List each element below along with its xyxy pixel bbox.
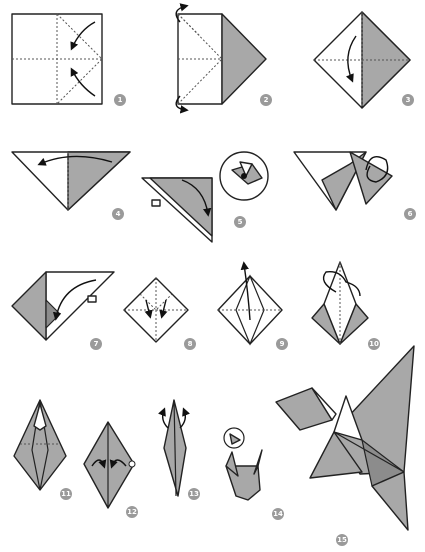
step-9-diagram	[218, 264, 282, 344]
step-badge-5: 5	[234, 216, 246, 228]
svg-text:6: 6	[408, 210, 413, 218]
step-badge-14: 14	[272, 508, 284, 520]
step-13-diagram	[163, 400, 186, 496]
svg-text:9: 9	[280, 340, 285, 348]
svg-text:13: 13	[189, 490, 199, 498]
svg-text:8: 8	[188, 340, 193, 348]
step-7-diagram	[12, 272, 114, 340]
step-badge-6: 6	[404, 208, 416, 220]
svg-text:12: 12	[127, 508, 137, 516]
step-4-diagram	[12, 152, 130, 210]
step-badge-3: 3	[402, 94, 414, 106]
step-2-diagram	[176, 6, 266, 110]
step-6-diagram	[294, 152, 392, 210]
step-15-diagram	[276, 346, 414, 530]
svg-text:7: 7	[94, 340, 99, 348]
svg-text:10: 10	[369, 340, 379, 348]
svg-text:15: 15	[337, 536, 347, 544]
step-badge-9: 9	[276, 338, 288, 350]
svg-text:3: 3	[406, 96, 411, 104]
step-badge-13: 13	[188, 488, 200, 500]
step-badge-7: 7	[90, 338, 102, 350]
step-1-diagram	[12, 14, 102, 104]
step-badge-4: 4	[112, 208, 124, 220]
svg-text:1: 1	[118, 96, 123, 104]
step-10-diagram	[312, 262, 368, 344]
svg-text:11: 11	[61, 490, 71, 498]
step-11-diagram	[14, 400, 66, 490]
step-12-diagram	[84, 422, 135, 508]
step-badge-2: 2	[260, 94, 272, 106]
step-badge-12: 12	[126, 506, 138, 518]
step-badge-10: 10	[368, 338, 380, 350]
step-badge-1: 1	[114, 94, 126, 106]
step-3-diagram	[314, 12, 410, 108]
svg-text:4: 4	[116, 210, 121, 218]
svg-text:5: 5	[238, 218, 243, 226]
step-5-diagram	[142, 152, 268, 242]
step-badge-8: 8	[184, 338, 196, 350]
step-badge-11: 11	[60, 488, 72, 500]
svg-text:14: 14	[273, 510, 283, 518]
svg-text:2: 2	[264, 96, 269, 104]
step-14-diagram	[224, 428, 262, 500]
step-8-diagram	[124, 278, 188, 342]
step-badge-15: 15	[336, 534, 348, 546]
